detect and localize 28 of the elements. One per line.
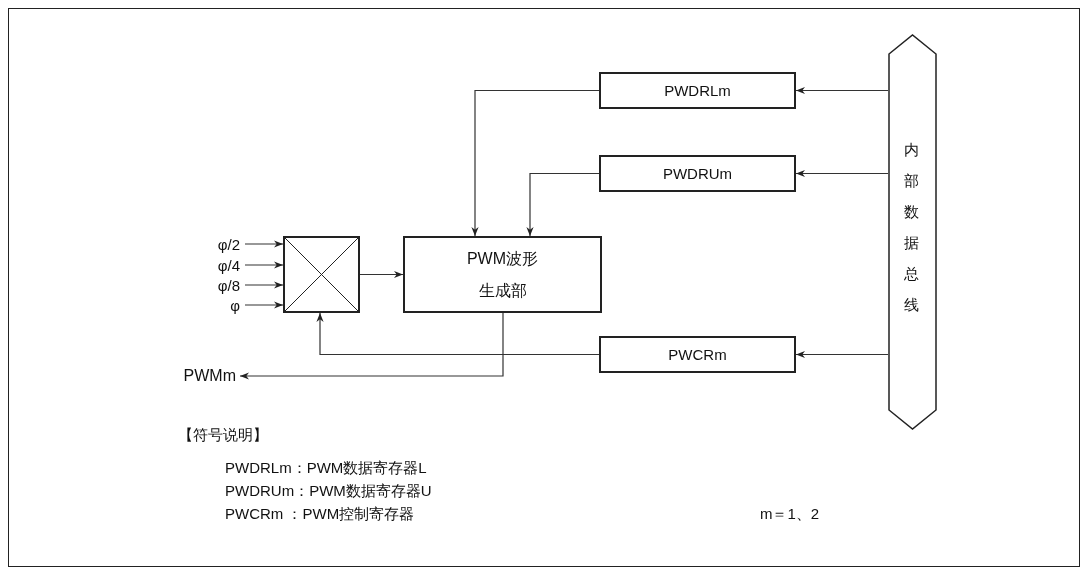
- register-box: PWDRLm: [599, 72, 796, 109]
- clock-label: φ: [190, 295, 240, 315]
- arrow: [526, 172, 600, 237]
- arrow: [244, 261, 284, 269]
- arrow: [795, 86, 889, 95]
- legend-heading: 【符号说明】: [178, 426, 268, 445]
- clock-label: φ/2: [190, 234, 240, 254]
- register-box: PWCRm: [599, 336, 796, 373]
- arrow: [244, 240, 284, 248]
- arrow: [244, 281, 284, 289]
- generator-box: PWM波形生成部: [403, 236, 602, 313]
- arrow: [239, 312, 504, 380]
- legend-entry: PWDRLm：PWM数据寄存器L: [225, 459, 427, 478]
- note-text: m＝1、2: [760, 505, 820, 524]
- arrow: [359, 270, 404, 279]
- output-label: PWMm: [150, 365, 236, 387]
- clock-label: φ/8: [190, 275, 240, 295]
- arrow: [316, 312, 600, 356]
- clock-label: φ/4: [190, 255, 240, 275]
- legend-entry: PWCRm ：PWM控制寄存器: [225, 505, 415, 524]
- arrow: [471, 89, 600, 237]
- register-box: PWDRUm: [599, 155, 796, 192]
- arrow: [795, 169, 889, 178]
- arrow: [795, 350, 889, 359]
- selector-box: [283, 236, 360, 313]
- legend-entry: PWDRUm：PWM数据寄存器U: [225, 482, 432, 501]
- arrow: [244, 301, 284, 309]
- bus-shape: 内部数据总线: [888, 34, 937, 430]
